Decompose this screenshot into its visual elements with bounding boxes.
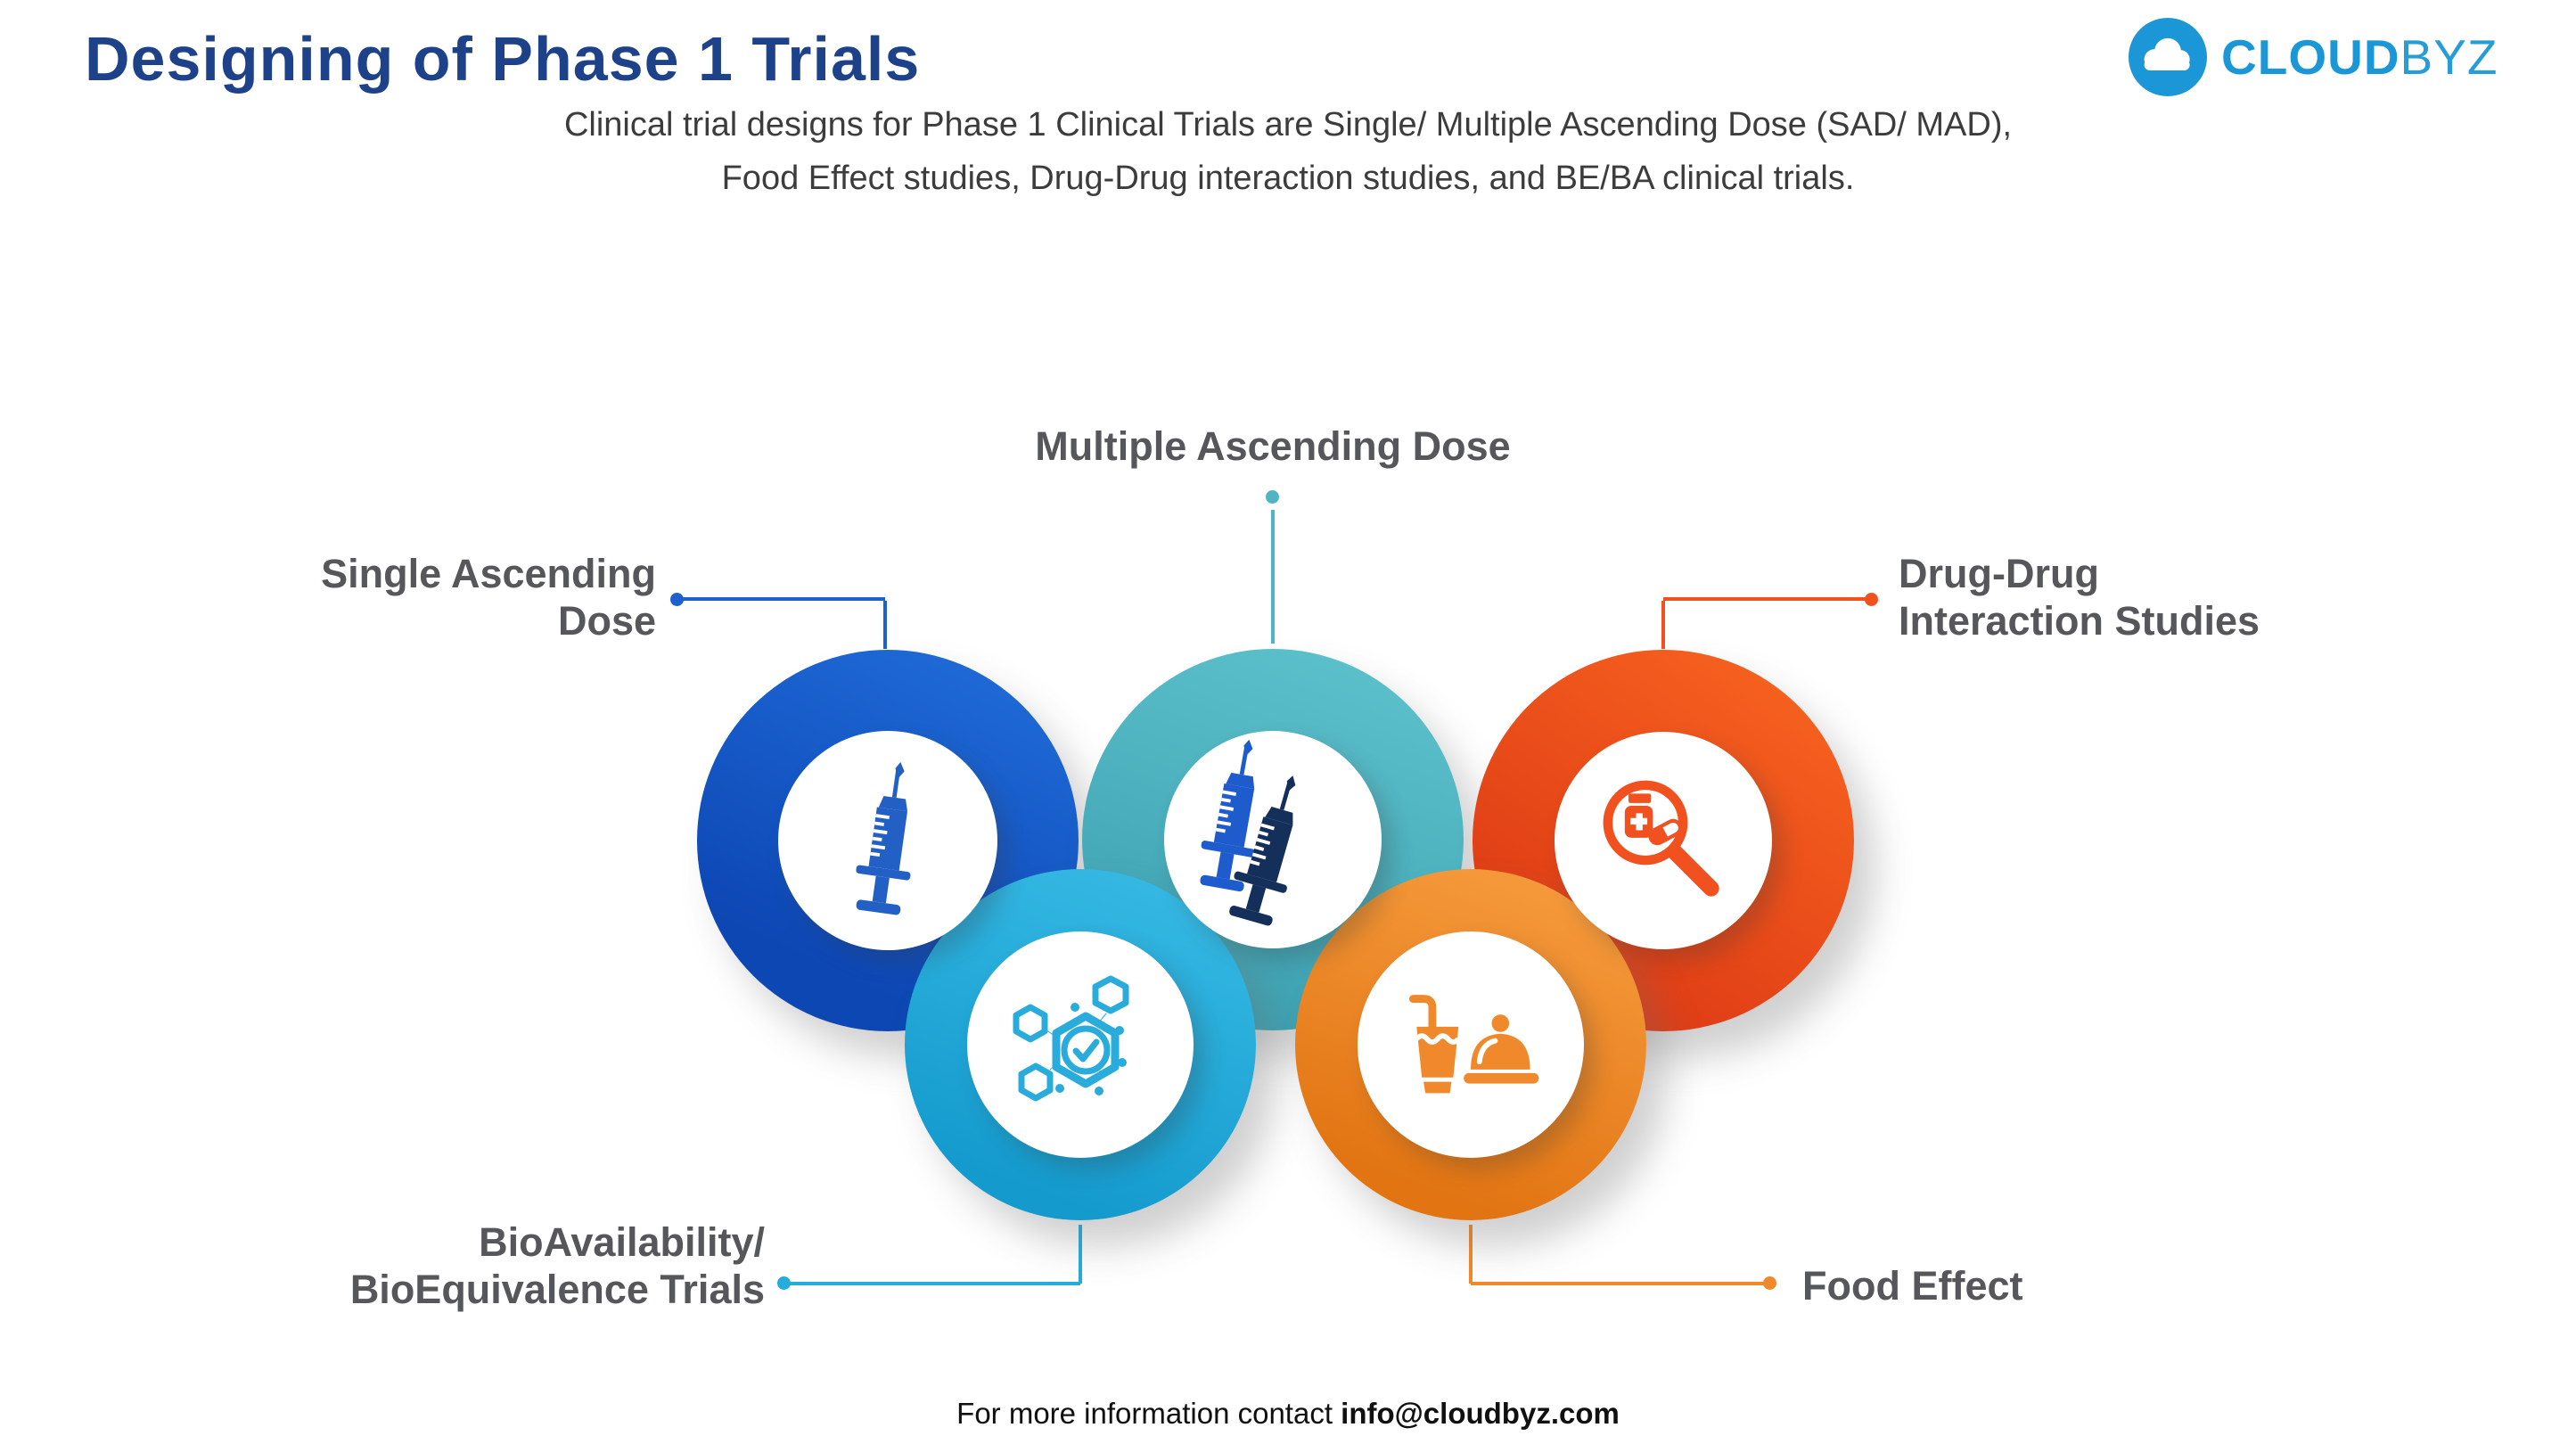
- brand-text: CLOUDBYZ: [2221, 18, 2498, 96]
- label-line: Drug-Drug: [1899, 551, 2099, 596]
- subtitle: Clinical trial designs for Phase 1 Clini…: [0, 98, 2576, 205]
- subtitle-line-2: Food Effect studies, Drug-Drug interacti…: [721, 160, 1855, 197]
- brand-cloud: CLOUD: [2221, 29, 2400, 85]
- cloudbyz-logo: CLOUDBYZ: [2129, 18, 2498, 96]
- connector-line-bioavailability: [786, 1282, 1080, 1285]
- label-drug-drug-interaction-studies: Drug-Drug Interaction Studies: [1899, 550, 2540, 644]
- connector-dot-multiple-ascending-dose: [1266, 490, 1279, 504]
- connector-dot-bioavailability: [777, 1276, 791, 1290]
- food-drink-icon: [1408, 995, 1539, 1094]
- molecule-check-icon: [1013, 975, 1129, 1102]
- circle-multiple-ascending-dose: [1164, 731, 1382, 948]
- connector-dot-food-effect: [1763, 1276, 1776, 1290]
- connector-line-drug-drug-interaction: [1661, 601, 1665, 649]
- circle-food-effect: [1358, 931, 1584, 1158]
- label-single-ascending-dose: Single Ascending Dose: [103, 550, 656, 644]
- subtitle-line-1: Clinical trial designs for Phase 1 Clini…: [563, 106, 2013, 144]
- label-food-effect: Food Effect: [1802, 1262, 2248, 1309]
- circle-drug-drug-interaction: [1555, 732, 1772, 949]
- label-bioavailability-bioequivalence-trials: BioAvailability/ BioEquivalence Trials: [123, 1218, 765, 1313]
- label-line: Single Ascending: [321, 551, 656, 596]
- cloud-icon: [2129, 18, 2207, 96]
- connector-dot-drug-drug-interaction: [1865, 593, 1878, 606]
- page-title: Designing of Phase 1 Trials: [85, 24, 921, 94]
- label-multiple-ascending-dose: Multiple Ascending Dose: [872, 423, 1674, 470]
- syringe-icon: [856, 762, 911, 915]
- circle-bioavailability: [967, 931, 1194, 1158]
- footer: For more information contact info@cloudb…: [0, 1397, 2576, 1431]
- label-line: Multiple Ascending Dose: [1035, 423, 1511, 469]
- label-line: BioEquivalence Trials: [349, 1267, 765, 1312]
- circle-single-ascending-dose: [778, 731, 997, 950]
- label-line: Interaction Studies: [1899, 598, 2260, 644]
- connector-line-food-effect: [1469, 1225, 1473, 1284]
- label-line: BioAvailability/: [479, 1219, 765, 1265]
- connector-line-drug-drug-interaction: [1663, 597, 1870, 601]
- connector-line-single-ascending-dose: [680, 597, 885, 601]
- connector-dot-single-ascending-dose: [670, 593, 684, 606]
- double-syringe-icon: [1194, 740, 1317, 929]
- brand-byz: BYZ: [2400, 29, 2498, 85]
- connector-line-multiple-ascending-dose: [1271, 510, 1275, 644]
- label-line: Food Effect: [1802, 1263, 2023, 1309]
- connector-line-single-ascending-dose: [883, 601, 887, 649]
- footer-text: For more information contact: [956, 1397, 1341, 1430]
- magnifier-medication-icon: [1603, 780, 1719, 897]
- connector-line-bioavailability: [1079, 1225, 1082, 1284]
- connector-line-food-effect: [1471, 1282, 1765, 1285]
- footer-email: info@cloudbyz.com: [1341, 1397, 1620, 1430]
- label-line: Dose: [557, 598, 656, 644]
